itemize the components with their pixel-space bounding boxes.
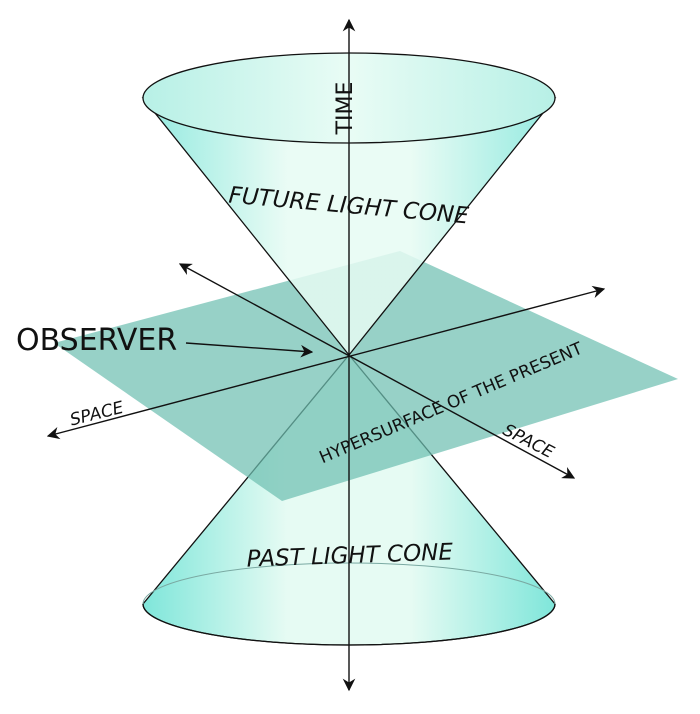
observer-label: OBSERVER [16,323,177,358]
space-label-right: SPACE [499,420,557,463]
time-label: TIME [333,82,358,136]
space-axis-2 [178,263,576,479]
space-label-left: SPACE [68,398,126,431]
observer-pointer [185,342,314,358]
